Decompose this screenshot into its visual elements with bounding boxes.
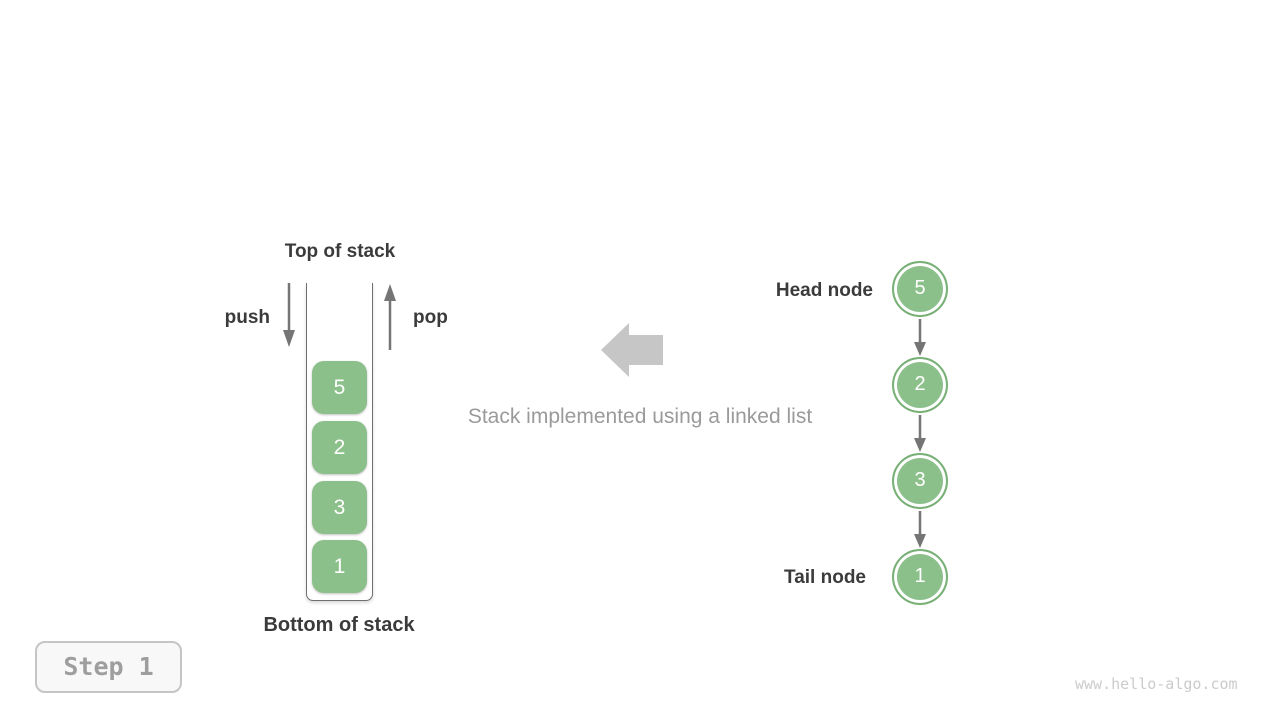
link-arrow-down-icon <box>914 415 926 452</box>
bottom-of-stack-label: Bottom of stack <box>263 614 415 636</box>
stack-item: 3 <box>312 481 367 534</box>
linked-list-node: 2 <box>892 357 948 413</box>
diagram-caption: Stack implemented using a linked list <box>467 405 813 428</box>
stack-item: 1 <box>312 540 367 593</box>
linked-list-node: 1 <box>892 549 948 605</box>
push-label: push <box>224 307 270 328</box>
link-arrow-down-icon <box>914 511 926 548</box>
tail-node-label: Tail node <box>784 567 866 588</box>
big-left-arrow-icon <box>601 323 663 377</box>
linked-list-node: 3 <box>892 453 948 509</box>
link-arrow-down-icon <box>914 319 926 356</box>
pop-arrow-up-icon <box>384 284 396 350</box>
stack-item: 2 <box>312 421 367 474</box>
step-badge: Step 1 <box>35 641 182 693</box>
head-node-label: Head node <box>775 280 873 301</box>
top-of-stack-label: Top of stack <box>284 241 396 262</box>
linked-list-node: 5 <box>892 261 948 317</box>
stack-item: 5 <box>312 361 367 414</box>
pop-label: pop <box>413 307 448 328</box>
push-arrow-down-icon <box>283 283 295 347</box>
watermark-text: www.hello-algo.com <box>1075 675 1238 693</box>
